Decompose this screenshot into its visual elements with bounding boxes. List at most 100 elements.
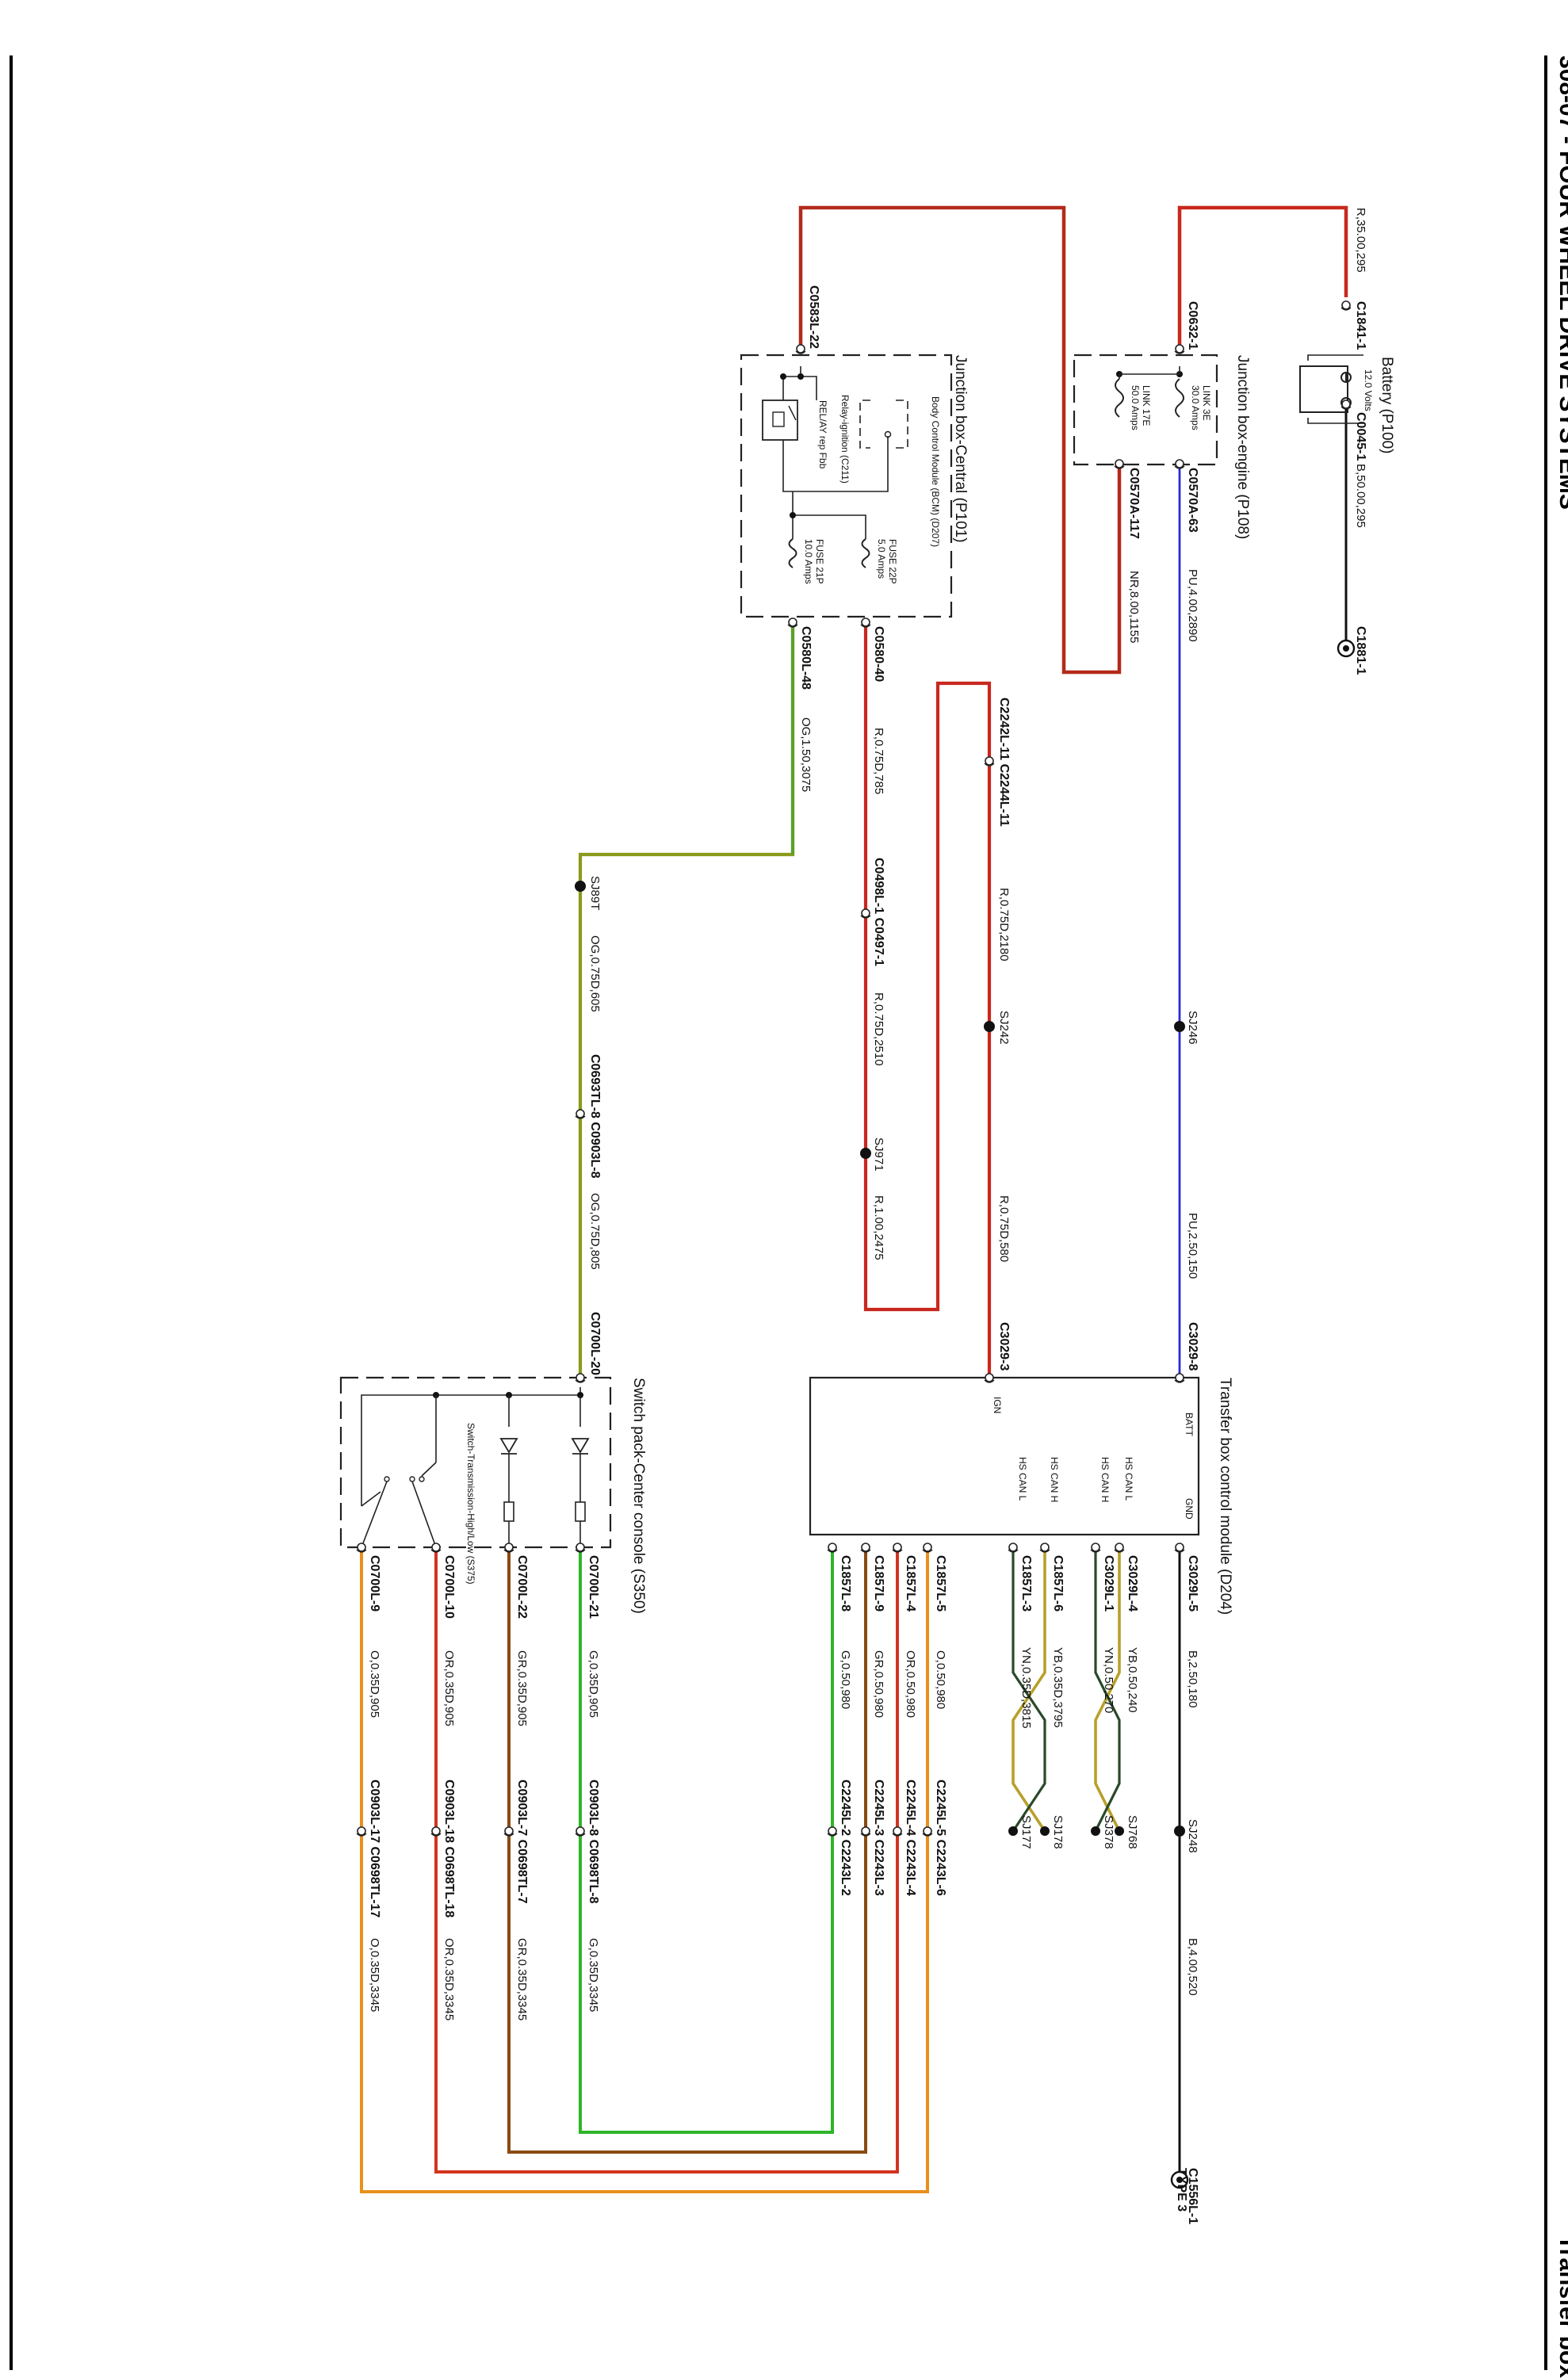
connector-c0700-20 <box>575 1373 586 1383</box>
connector-c3029-3 <box>984 1373 995 1383</box>
page-topic: Transfer box <box>1555 2235 1568 2378</box>
jb-central-pin-21p: C0580L-48 <box>799 626 813 690</box>
switch-wire: OR,0.35D,905 <box>442 1650 456 1726</box>
bus-node <box>797 373 804 380</box>
tcm-pin-label: BATT <box>1184 1413 1195 1436</box>
switch-conn: C0903L-18 C0698TL-18 <box>442 1780 456 1917</box>
wire-label-r2510: R,0.75D,2510 <box>872 992 885 1066</box>
can-wire-label: YB,0.35D,3795 <box>1051 1647 1065 1728</box>
connector-c0903 <box>575 1826 586 1837</box>
connector-c0583l-22 <box>795 344 806 354</box>
connector-pin <box>1090 1543 1101 1553</box>
wire-label-blue-lower: PU,2.50,150 <box>1186 1213 1199 1279</box>
switch-wire2: OR,0.35D,3345 <box>442 1938 456 2021</box>
wire-label-og805: OG,0.75D,805 <box>588 1193 602 1270</box>
can-wire-label: YB,0.50,240 <box>1126 1647 1139 1713</box>
can-wire-label: YN,0.35D,3815 <box>1019 1647 1033 1729</box>
ground-tcm <box>1170 2170 1189 2189</box>
can-pair-1 <box>1094 1547 1121 1832</box>
connector-c0903 <box>503 1826 514 1837</box>
switch-pin: C0700L-9 <box>368 1555 381 1611</box>
tcm-gnd-pin: C3029L-5 <box>1186 1555 1199 1611</box>
switch-pin: C0700L-10 <box>442 1555 456 1619</box>
switch-pin-20: C0700L-20 <box>588 1312 602 1375</box>
wire-label-21p: OG,1.50,3075 <box>799 717 813 792</box>
jb-central-pin-in: C0583L-22 <box>807 285 820 349</box>
connector-c2242 <box>984 756 995 767</box>
wire-link17e-out <box>798 205 1122 675</box>
tcm-signal-pin: C1857L-9 <box>872 1555 885 1611</box>
switch-pack-center-console <box>339 1376 612 1549</box>
conn-c0693-label: C0693TL-8 C0903L-8 <box>588 1054 602 1179</box>
tcm-signal-pin: C1857L-5 <box>934 1555 947 1611</box>
fuse-22p-label: FUSE 22P <box>887 539 898 584</box>
wire-fuse21p-green <box>578 618 795 1378</box>
switch-wire2: G,0.35D,3345 <box>587 1938 600 2012</box>
wire-label-r580: R,0.75D,580 <box>997 1195 1011 1262</box>
bcm-box <box>859 400 908 449</box>
ground-type-label: TYPE 3 <box>1175 2168 1188 2212</box>
fuse-22p <box>861 538 870 568</box>
wire-label-gnd: B,2.50,180 <box>1186 1650 1199 1708</box>
splice-sj378 <box>1091 1826 1100 1836</box>
relay-label: Relay-ignition (C211) <box>839 395 851 484</box>
connector-pin <box>922 1543 933 1553</box>
connector-pin <box>1114 1543 1125 1553</box>
wire-label-17e: NR,8.00,1155 <box>1127 571 1141 643</box>
connector-c0570a-117 <box>1114 459 1125 469</box>
tcm-pin-label: HS CAN H <box>1049 1457 1060 1502</box>
ground-battery <box>1337 639 1356 658</box>
jb-central-busbar <box>782 366 801 400</box>
connector-c3029-5 <box>1174 1543 1185 1553</box>
tcm-signal-wire: GR,0.50,980 <box>872 1650 885 1718</box>
connector-c0570a-63 <box>1174 459 1185 469</box>
link-3e-fuse <box>1175 371 1184 418</box>
wire-label-gnd-lower: B,4.00,520 <box>1186 1938 1199 1996</box>
can-pin-label: C3029L-1 <box>1102 1555 1115 1611</box>
switch-wire: O,0.35D,905 <box>368 1650 381 1718</box>
conn-c2242-label: C2242L-11 C2244L-11 <box>997 698 1011 827</box>
connector-pin <box>356 1543 367 1553</box>
battery-pin-pos: C1841-1 <box>1354 301 1367 350</box>
splice-sj246 <box>1174 1021 1185 1032</box>
splice-sj177 <box>1008 1826 1018 1836</box>
tcm-label: Transfer box control module (D204) <box>1217 1378 1233 1615</box>
splice-sj248 <box>1174 1826 1185 1837</box>
bcm-label: Body Control Module (BCM) (D207) <box>930 396 941 547</box>
battery-voltage: 12.0 Volts <box>1363 369 1374 411</box>
switch-sw-label: Switch-Transmission-High/Low (S375) <box>465 1423 476 1585</box>
sj242-label: SJ242 <box>997 1011 1011 1045</box>
jb-engine-pin-17e: C0570A-117 <box>1127 468 1141 539</box>
jb-central-fuse-bus <box>792 491 866 539</box>
switch-pin: C0700L-21 <box>587 1555 600 1619</box>
can-pin-label: C1857L-3 <box>1019 1555 1033 1611</box>
can-sj-label: SJ768 <box>1126 1815 1139 1849</box>
tcm-ign-pin: C3029-3 <box>997 1322 1011 1371</box>
section-title: 308-07 - FOUR WHEEL DRIVE SYSTEMS <box>1555 55 1568 510</box>
ground-conn-label: C1556L-1 <box>1186 2168 1199 2224</box>
can-pin-label: C3029L-4 <box>1126 1555 1139 1611</box>
connector-pin <box>892 1543 903 1553</box>
connector-c0693 <box>575 1109 586 1119</box>
switch-pin: C0700L-22 <box>515 1555 529 1619</box>
fuse-21p-label: FUSE 21P <box>814 539 825 584</box>
connector-c2245 <box>860 1826 871 1837</box>
splice-sj89t <box>575 881 586 892</box>
wire-battery-main <box>1177 205 1348 349</box>
tcm-signal-wire: OR,0.50,980 <box>904 1650 917 1718</box>
sj971-label: SJ971 <box>872 1137 885 1172</box>
jb-central-relay-coil <box>782 436 889 492</box>
switch-wire2: GR,0.35D,3345 <box>515 1938 529 2021</box>
connector-pin <box>575 1543 586 1553</box>
junction-box-central <box>740 354 953 618</box>
wire-tcm-orange <box>360 1547 929 2193</box>
tcm-pin-label: HS CAN H <box>1100 1457 1111 1502</box>
connector-c3029-8 <box>1174 1373 1185 1383</box>
switch-wire: GR,0.35D,905 <box>515 1650 529 1726</box>
connector-c2245 <box>892 1826 903 1837</box>
connector-c0498 <box>860 908 871 919</box>
battery-ground-label: C1881-1 <box>1354 626 1367 675</box>
link-17e-label: LINK 17E <box>1141 385 1152 426</box>
can-sj-label: SJ178 <box>1051 1815 1065 1849</box>
tcm-pin-label: HS CAN L <box>1123 1457 1134 1501</box>
